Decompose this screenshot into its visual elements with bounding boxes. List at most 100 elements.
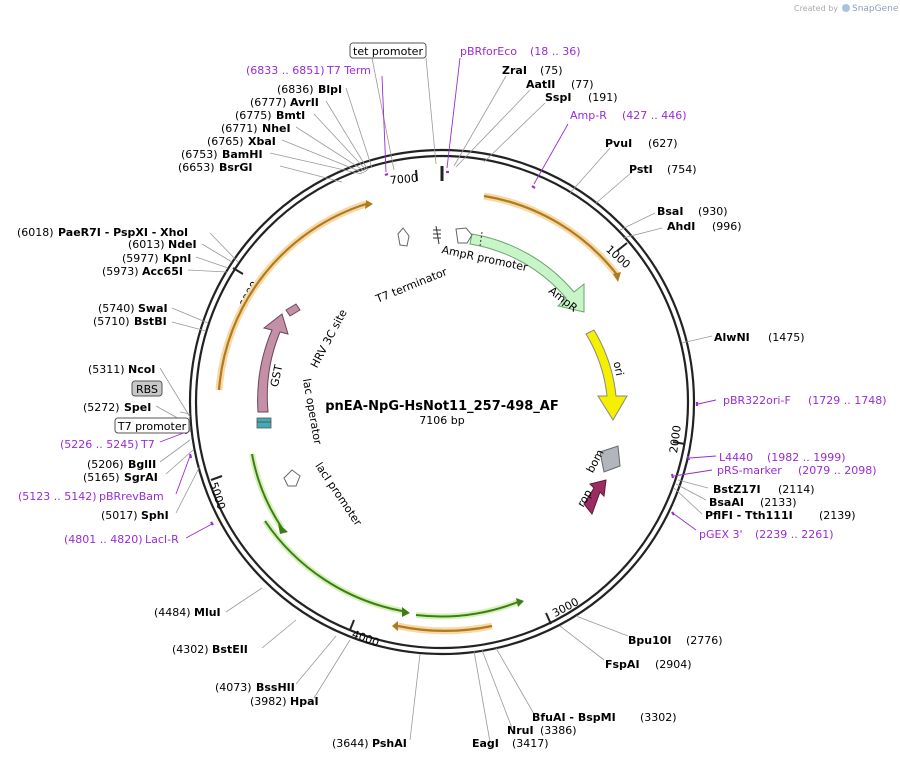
site-name: BsaAI <box>709 496 744 509</box>
site-pos: (77) <box>571 78 594 91</box>
site-pos: (2139) <box>819 509 856 522</box>
site-pos: (6753) <box>181 148 218 161</box>
site-pos: (2114) <box>778 483 815 496</box>
site-pos: (627) <box>648 137 678 150</box>
leader-lines <box>155 57 713 743</box>
site-name: BstZ17I <box>713 483 761 496</box>
feature-label-gst: GST <box>268 363 285 388</box>
ampr-arrow <box>469 233 585 313</box>
primer-range: (1982 .. 1999) <box>767 451 846 464</box>
site-name: NheI <box>262 122 291 135</box>
site-pos: (3644) <box>332 737 369 750</box>
site-name: SgrAI <box>124 471 158 484</box>
primer-range: (5123 .. 5142) <box>18 490 97 503</box>
tick-2000: 2000 <box>667 424 686 454</box>
site-pos: (2133) <box>760 496 797 509</box>
primer-mark-prs <box>670 473 675 479</box>
site-name: XbaI <box>248 135 276 148</box>
site-name: PvuI <box>605 137 632 150</box>
site-pos: (4073) <box>215 681 252 694</box>
green-feature-arcs <box>249 453 520 620</box>
site-name: SwaI <box>138 302 168 315</box>
site-pos: (5272) <box>83 401 120 414</box>
primer-range: (4801 .. 4820) <box>64 533 143 546</box>
site-pos: (3386) <box>540 724 577 737</box>
tick-label: 5000 <box>207 481 228 512</box>
site-name: AvrII <box>290 96 319 109</box>
t7-terminator-arrow <box>397 227 410 247</box>
rbs-label: RBS <box>136 383 158 396</box>
site-pos: (3417) <box>512 737 549 750</box>
primer-mark-l4440 <box>686 455 691 461</box>
bom-box <box>599 445 621 473</box>
site-pos: (6775) <box>235 109 272 122</box>
site-name: MluI <box>194 606 221 619</box>
site-name: BsrGI <box>219 161 252 174</box>
site-name: PstI <box>629 163 653 176</box>
site-pos: (5710) <box>93 315 130 328</box>
site-pos: (2904) <box>655 658 692 671</box>
primer-range: (6833 .. 6851) <box>246 64 325 77</box>
feature-label-ori: ori <box>611 360 627 377</box>
ori-arrow <box>585 329 628 421</box>
tet-promoter-box <box>349 42 427 59</box>
green-arrowhead <box>402 607 410 617</box>
site-pos: (3302) <box>640 711 677 724</box>
site-pos: (5977) <box>122 252 159 265</box>
laci-promoter-arrow <box>283 469 301 487</box>
enzyme-labels-left: (3644) PshAI (3982) HpaI (4073) BssHII (… <box>17 83 407 750</box>
site-pos: (754) <box>667 163 697 176</box>
primer-mark-pbrrev <box>188 453 193 459</box>
site-name: FspAI <box>605 658 640 671</box>
site-pos: (5017) <box>101 509 138 522</box>
site-name: BstEII <box>212 643 248 656</box>
site-pos: (6018) <box>17 226 54 239</box>
site-name: AatII <box>526 78 555 91</box>
site-pos: (5165) <box>83 471 120 484</box>
primer-mark-ampr <box>531 185 536 189</box>
site-pos: (3982) <box>250 695 287 708</box>
site-pos: (6777) <box>250 96 287 109</box>
primer-name: LacI-R <box>145 533 179 546</box>
ampr-promoter-arrow <box>455 227 473 244</box>
plasmid-name: pnEA-NpG-HsNot11_257-498_AF <box>325 399 559 414</box>
primer-name: T7 Term <box>326 64 371 77</box>
site-name: BglII <box>128 458 156 471</box>
site-name: PflFI - Tth111I <box>705 509 793 522</box>
primer-name: pGEX 3' <box>699 528 743 541</box>
site-pos: (2776) <box>686 634 723 647</box>
site-name: BsaI <box>657 205 683 218</box>
tick-label: 7000 <box>389 172 418 187</box>
feature-label-lac-operator: lac operator <box>300 378 324 446</box>
backbone-inner-ring <box>194 154 690 650</box>
primer-range: (427 .. 446) <box>622 109 687 122</box>
primer-range: (5226 .. 5245) <box>60 438 139 451</box>
primer-name: pBRrevBam <box>99 490 164 503</box>
site-name: NruI <box>507 724 534 737</box>
feature-label-laci-promoter: lacI promoter <box>312 460 364 529</box>
site-name: AlwNI <box>714 331 750 344</box>
site-name: SphI <box>141 509 169 522</box>
site-name: KpnI <box>163 252 191 265</box>
primer-mark-t7term <box>384 172 389 177</box>
site-pos: (1475) <box>768 331 805 344</box>
rbs-box <box>131 380 163 397</box>
site-name: PshAI <box>372 737 407 750</box>
tick-7000: 7000 <box>389 169 418 187</box>
site-name: EagI <box>472 737 499 750</box>
primer-range: (1729 .. 1748) <box>808 394 887 407</box>
primer-leader-lines <box>159 57 717 539</box>
site-name: SpeI <box>124 401 151 414</box>
primer-range: (18 .. 36) <box>530 45 581 58</box>
enzyme-labels-right: ZraI (75) AatII (77) SspI (191) PvuI (62… <box>472 64 856 750</box>
primer-name: pRS-marker <box>717 464 782 477</box>
site-name: NdeI <box>168 238 197 251</box>
site-name: Bpu10I <box>628 634 672 647</box>
site-pos: (6653) <box>178 161 215 174</box>
site-pos: (6836) <box>277 83 314 96</box>
backbone-outer-ring <box>188 148 696 656</box>
primer-range: (2239 .. 2261) <box>755 528 834 541</box>
tag-block <box>256 417 272 429</box>
primer-name: T7 <box>140 438 155 451</box>
site-name: ZraI <box>502 64 527 77</box>
